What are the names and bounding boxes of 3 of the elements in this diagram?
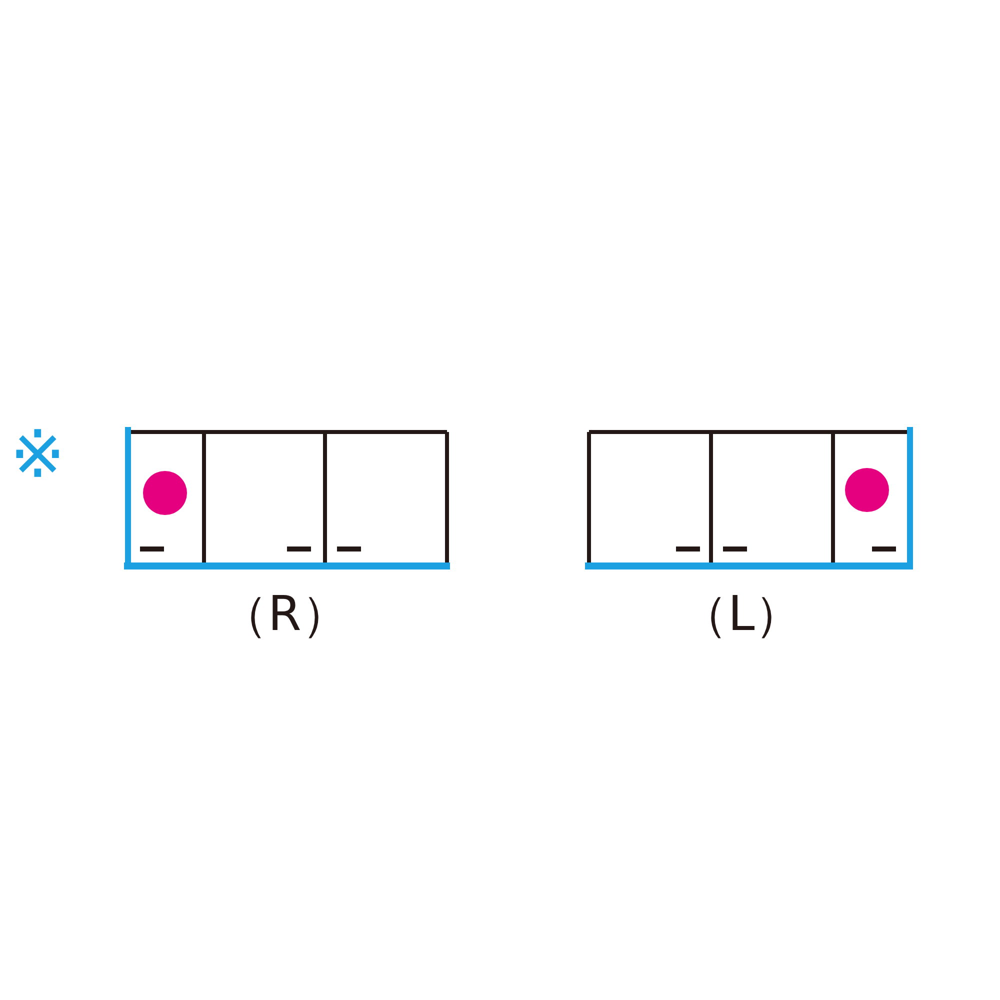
variant-label: （L） <box>680 590 803 638</box>
note-mark: ※ <box>10 422 66 488</box>
variant-label: （R） <box>220 590 350 638</box>
